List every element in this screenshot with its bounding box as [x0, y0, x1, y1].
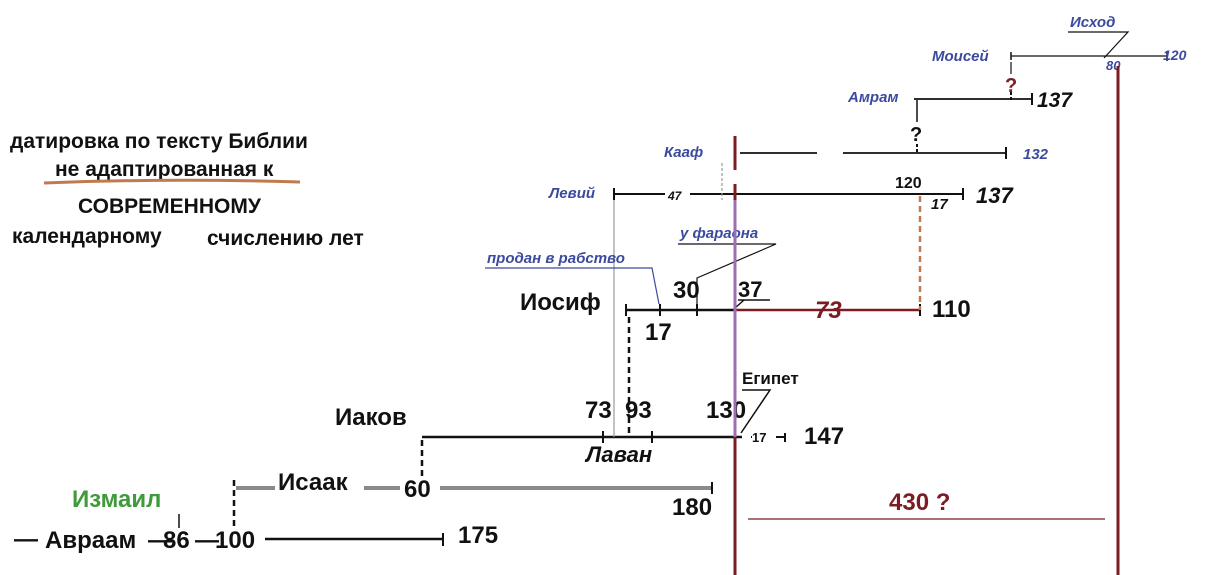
abraham-dash-3: —	[195, 527, 219, 554]
joseph-span-73: 73	[815, 297, 842, 324]
heading-line-4a: календарному	[12, 225, 162, 248]
joseph-age-17: 17	[645, 319, 672, 346]
heading-line-1: датировка по тексту Библии	[10, 130, 308, 153]
jacob-timeline: Иаков 73 93 130 Лаван 17 147 Египет	[335, 369, 844, 476]
egypt-label: Египет	[742, 369, 799, 388]
moses-name: Моисей	[932, 48, 989, 65]
sold-label: продан в рабство	[487, 250, 625, 267]
jacob-age-73: 73	[585, 397, 612, 424]
pharaoh-label: у фараона	[679, 225, 758, 242]
abraham-age-100: 100	[215, 527, 255, 554]
heading-line-2: не адаптированная к	[55, 158, 274, 181]
heading-line-4b: счислению лет	[207, 227, 364, 250]
levi-after-17: 17	[931, 196, 948, 213]
levi-timeline: Левий 47 120 17 137	[548, 175, 1014, 310]
levi-at-47: 47	[667, 189, 683, 203]
abraham-dash: —	[14, 526, 38, 553]
span-430-label: 430 ?	[889, 489, 950, 516]
sold-pointer	[485, 267, 660, 305]
kohath-name: Кааф	[664, 144, 703, 161]
amram-timeline: Амрам ? 137	[847, 62, 1073, 112]
jacob-age-130: 130	[706, 397, 746, 424]
abraham-timeline: — Авраам — 86 — 100 175	[14, 514, 498, 554]
isaac-age-60: 60	[404, 476, 431, 503]
joseph-name: Иосиф	[520, 289, 601, 316]
kohath-death: 132	[1023, 146, 1049, 163]
laban-label: Лаван	[584, 442, 652, 467]
abraham-dash-2: —	[148, 527, 172, 554]
joseph-age-37: 37	[738, 277, 762, 302]
amram-name: Амрам	[847, 89, 899, 106]
jacob-name: Иаков	[335, 404, 407, 431]
kohath-timeline: Кааф ? 132	[664, 100, 1049, 200]
ishmael-name: Измаил	[72, 486, 161, 513]
joseph-death: 110	[932, 296, 971, 323]
exodus-pointer	[1068, 31, 1130, 59]
abraham-name: Авраам	[45, 527, 136, 554]
isaac-name: Исаак	[278, 469, 349, 496]
heading: датировка по тексту Библии не адаптирова…	[10, 130, 364, 250]
kohath-question: ?	[910, 124, 922, 146]
exodus-label: Исход	[1070, 14, 1115, 31]
isaac-timeline: Исаак 60 180	[232, 469, 713, 528]
levi-at-120: 120	[895, 175, 922, 192]
levi-death: 137	[976, 183, 1014, 208]
amram-question: ?	[1005, 75, 1017, 97]
isaac-death: 180	[672, 494, 712, 521]
moses-timeline: Моисей Исход 80 120	[932, 14, 1187, 73]
heading-line-3: СОВРЕМЕННОМУ	[78, 195, 262, 218]
heading-underline	[43, 178, 301, 185]
jacob-death: 147	[804, 423, 844, 450]
moses-death: 120	[1163, 47, 1187, 63]
joseph-timeline: Иосиф 17 30 37 73 110 продан в рабство у…	[485, 200, 971, 437]
abraham-death: 175	[458, 522, 498, 549]
jacob-after-17: 17	[752, 430, 766, 445]
amram-death: 137	[1037, 89, 1073, 112]
levi-name: Левий	[548, 185, 595, 202]
joseph-age-30: 30	[673, 277, 700, 304]
egypt-pointer	[740, 389, 772, 434]
abraham-age-86: 86	[163, 527, 190, 554]
